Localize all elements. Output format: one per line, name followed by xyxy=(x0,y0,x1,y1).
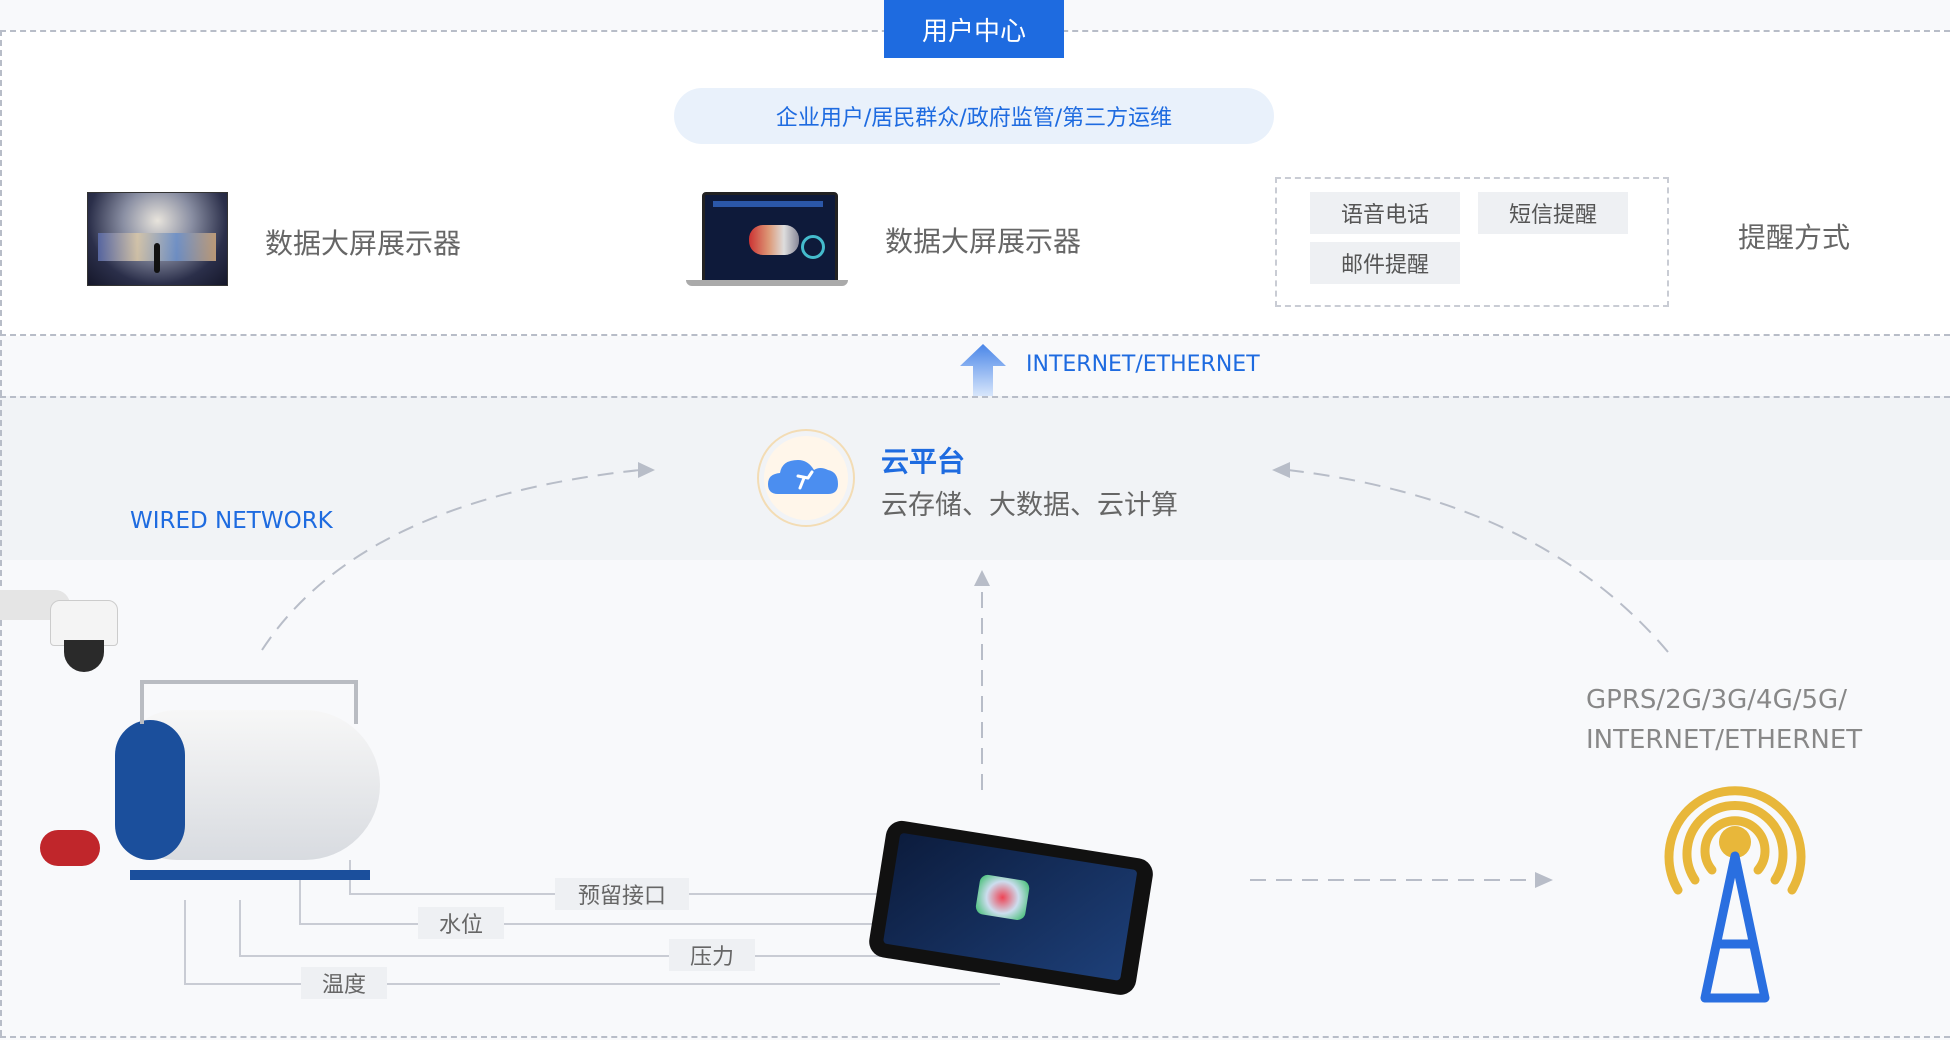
sensor-label-water-level: 水位 xyxy=(418,907,504,939)
user-types-pill: 企业用户/居民群众/政府监管/第三方运维 xyxy=(674,88,1274,144)
user-center-title: 用户中心 xyxy=(884,0,1064,58)
wireless-label-line-2: INTERNET/ETHERNET xyxy=(1586,725,1863,755)
sensor-label-reserved: 预留接口 xyxy=(555,878,689,910)
sensor-label-pressure: 压力 xyxy=(669,939,755,971)
internet-label: INTERNET/ETHERNET xyxy=(1026,352,1260,377)
sensor-label-temperature: 温度 xyxy=(301,967,387,999)
cloud-icon xyxy=(757,429,855,527)
camera-image xyxy=(0,568,125,678)
user-layer-panel xyxy=(0,30,1950,336)
reminder-methods-label: 提醒方式 xyxy=(1738,221,1851,254)
left-divider xyxy=(0,30,2,1036)
wired-network-label: WIRED NETWORK xyxy=(130,508,333,534)
reminder-voice-call: 语音电话 xyxy=(1310,192,1460,234)
wireless-network-label: GPRS/2G/3G/4G/5G/ INTERNET/ETHERNET xyxy=(1586,680,1862,760)
wireless-label-line-1: GPRS/2G/3G/4G/5G/ xyxy=(1586,685,1847,715)
video-wall-image xyxy=(87,192,228,286)
cloud-platform-title: 云平台 xyxy=(881,445,966,478)
signal-tower-icon xyxy=(1664,786,1806,1003)
reminder-sms: 短信提醒 xyxy=(1478,192,1628,234)
bottom-divider xyxy=(0,1036,1950,1038)
cloud-layer-panel xyxy=(0,396,1950,560)
cloud-platform-subtitle: 云存储、大数据、云计算 xyxy=(881,490,1178,521)
display-label-1: 数据大屏展示器 xyxy=(265,227,462,260)
display-label-2: 数据大屏展示器 xyxy=(885,225,1082,258)
reminder-methods-box xyxy=(1275,177,1669,307)
laptop-image xyxy=(686,192,848,288)
reminder-email: 邮件提醒 xyxy=(1310,242,1460,284)
boiler-image xyxy=(40,680,400,910)
up-arrow-icon xyxy=(960,344,1006,396)
